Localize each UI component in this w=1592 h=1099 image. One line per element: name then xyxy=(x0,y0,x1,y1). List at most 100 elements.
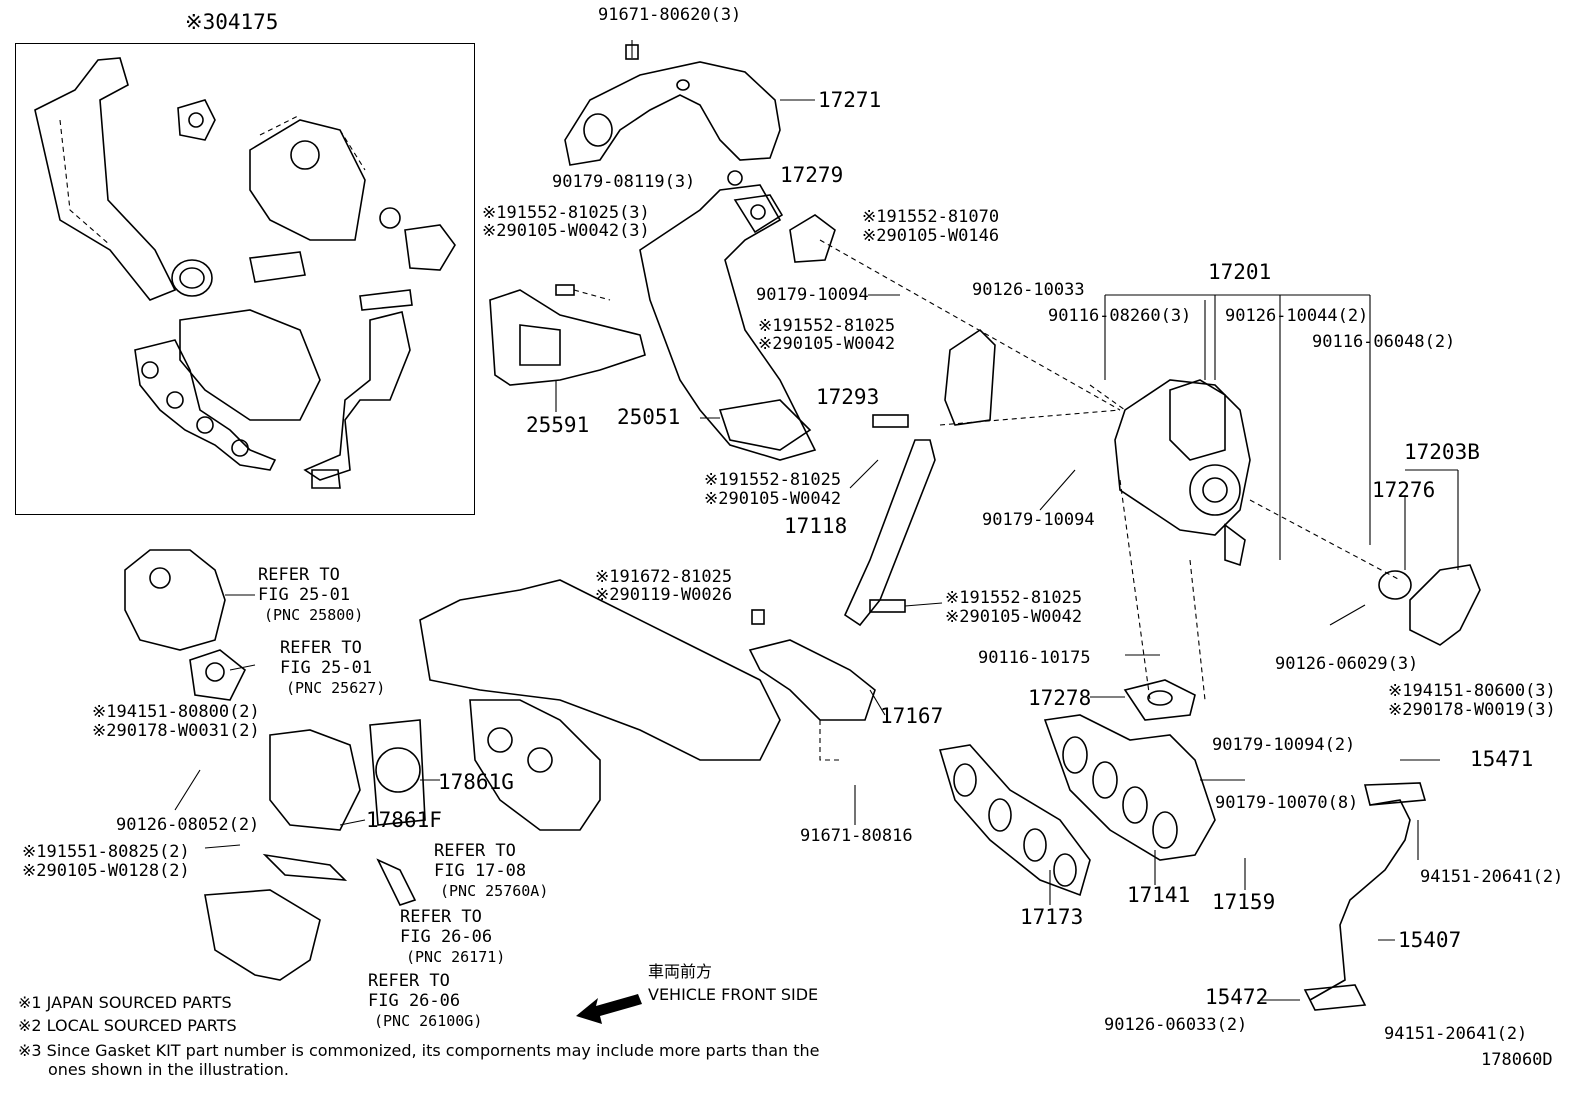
label-290105-W0042-a: ※290105-W0042(3) xyxy=(482,221,650,241)
label-290105-W0128: ※290105-W0128(2) xyxy=(22,861,190,881)
label-90179-10070: 90179-10070(8) xyxy=(1215,793,1359,813)
label-25051: 25051 xyxy=(617,405,681,429)
reference-pnc: (PNC 26171) xyxy=(406,948,506,966)
label-90179-10094-c: 90179-10094(2) xyxy=(1212,735,1356,755)
label-90179-08119: 90179-08119(3) xyxy=(552,172,696,192)
insulator-17167 xyxy=(748,639,876,721)
label-191551-80825: ※191551-80825(2) xyxy=(22,842,190,862)
label-191552-81025-c: ※191552-81025 xyxy=(704,470,842,490)
label-25591: 25591 xyxy=(526,413,590,437)
label-15472: 15472 xyxy=(1205,985,1269,1009)
gasket-kit-box xyxy=(15,43,475,515)
reference-fig-26-06-a: REFER TO FIG 26-06 (PNC 26171) xyxy=(400,907,505,967)
label-17159: 17159 xyxy=(1212,890,1276,914)
reference-fig-25-01-a: REFER TO FIG 25-01 (PNC 25800) xyxy=(258,565,363,625)
reference-line1: REFER TO xyxy=(368,971,450,991)
label-191552-81025-d: ※191552-81025 xyxy=(945,588,1083,608)
figure-id: 178060D xyxy=(1481,1050,1553,1070)
note-3-line2: ones shown in the illustration. xyxy=(48,1060,289,1079)
label-17201: 17201 xyxy=(1208,260,1272,284)
label-191552-81025-a: ※191552-81025(3) xyxy=(482,203,650,223)
label-17118: 17118 xyxy=(784,514,848,538)
label-90116-08260: 90116-08260(3) xyxy=(1048,306,1192,326)
label-17167: 17167 xyxy=(880,704,944,728)
left-components xyxy=(124,549,426,981)
label-17861G: 17861G xyxy=(438,770,514,794)
reference-line1: REFER TO xyxy=(434,841,516,861)
reference-fig-17-08: REFER TO FIG 17-08 (PNC 25760A) xyxy=(434,841,548,901)
label-15471: 15471 xyxy=(1470,747,1534,771)
reference-line1: REFER TO xyxy=(400,907,482,927)
heat-insulator-17271 xyxy=(564,40,815,166)
converter-25051 xyxy=(639,170,817,461)
reference-line2: FIG 26-06 xyxy=(400,927,493,947)
label-91671-80816: 91671-80816 xyxy=(800,826,913,846)
label-17173: 17173 xyxy=(1020,905,1084,929)
direction-jp: 車両前方 xyxy=(648,962,713,981)
stay-17293-17118 xyxy=(843,328,1121,627)
reference-pnc: (PNC 25760A) xyxy=(440,882,549,900)
reference-line1: REFER TO xyxy=(280,638,362,658)
label-17271: 17271 xyxy=(818,88,882,112)
label-90126-10044: 90126-10044(2) xyxy=(1225,306,1369,326)
label-15407: 15407 xyxy=(1398,928,1462,952)
reference-pnc: (PNC 25627) xyxy=(286,679,386,697)
note-1: ※1 JAPAN SOURCED PARTS xyxy=(18,993,232,1012)
manifold-17141 xyxy=(938,679,1216,897)
label-17293: 17293 xyxy=(816,385,880,409)
label-90126-10033: 90126-10033 xyxy=(972,280,1085,300)
label-17203B: 17203B xyxy=(1404,440,1480,464)
turbocharger-17201 xyxy=(1089,300,1251,567)
label-17141: 17141 xyxy=(1127,883,1191,907)
bracket-25591 xyxy=(489,284,646,412)
label-290119-W0026: ※290119-W0026 xyxy=(595,585,733,605)
elbow-17203B xyxy=(1249,469,1481,646)
reference-pnc: (PNC 26100G) xyxy=(374,1012,483,1030)
label-290178-W0019: ※290178-W0019(3) xyxy=(1388,700,1556,720)
label-94151-20641-b: 94151-20641(2) xyxy=(1384,1024,1528,1044)
label-290178-W0031: ※290178-W0031(2) xyxy=(92,721,260,741)
note-2: ※2 LOCAL SOURCED PARTS xyxy=(18,1016,237,1035)
cylinder-head xyxy=(419,579,781,831)
label-194151-80800: ※194151-80800(2) xyxy=(92,702,260,722)
kit-illustration xyxy=(34,57,456,489)
reference-pnc: (PNC 25800) xyxy=(264,606,364,624)
label-17276: 17276 xyxy=(1372,478,1436,502)
label-90126-06029: 90126-06029(3) xyxy=(1275,654,1419,674)
label-17861F: 17861F xyxy=(366,808,442,832)
reference-fig-26-06-b: REFER TO FIG 26-06 (PNC 26100G) xyxy=(368,971,482,1031)
label-191672-81025: ※191672-81025 xyxy=(595,567,733,587)
label-90179-10094-b: 90179-10094 xyxy=(982,510,1095,530)
label-90179-10094-a: 90179-10094 xyxy=(756,285,869,305)
label-290105-W0042-c: ※290105-W0042 xyxy=(704,489,842,509)
label-290105-W0042-d: ※290105-W0042 xyxy=(945,607,1083,627)
label-90116-06048: 90116-06048(2) xyxy=(1312,332,1456,352)
leader-lines xyxy=(174,239,1440,1001)
gasket-17279 xyxy=(789,214,836,263)
reference-line2: FIG 17-08 xyxy=(434,861,527,881)
reference-line2: FIG 25-01 xyxy=(258,585,351,605)
label-90116-10175: 90116-10175 xyxy=(978,648,1091,668)
label-90126-08052: 90126-08052(2) xyxy=(116,815,260,835)
label-290105-W0042-b: ※290105-W0042 xyxy=(758,334,896,354)
direction-en: VEHICLE FRONT SIDE xyxy=(648,985,819,1004)
oil-pipe-15407 xyxy=(1303,782,1427,1011)
reference-line2: FIG 26-06 xyxy=(368,991,461,1011)
kit-number: ※304175 xyxy=(185,10,279,34)
label-191552-81070: ※191552-81070 xyxy=(862,207,1000,227)
label-91671-80620: 91671-80620(3) xyxy=(598,5,742,25)
front-direction-arrow-icon xyxy=(576,994,642,1024)
reference-line1: REFER TO xyxy=(258,565,340,585)
label-290105-W0146: ※290105-W0146 xyxy=(862,226,1000,246)
reference-line2: FIG 25-01 xyxy=(280,658,373,678)
label-17278: 17278 xyxy=(1028,686,1092,710)
label-90126-06033: 90126-06033(2) xyxy=(1104,1015,1248,1035)
label-191552-81025-b: ※191552-81025 xyxy=(758,316,896,336)
note-3-line1: ※3 Since Gasket KIT part number is commo… xyxy=(18,1041,820,1060)
label-17279: 17279 xyxy=(780,163,844,187)
reference-fig-25-01-b: REFER TO FIG 25-01 (PNC 25627) xyxy=(280,638,385,698)
label-194151-80600: ※194151-80600(3) xyxy=(1388,681,1556,701)
label-94151-20641-a: 94151-20641(2) xyxy=(1420,867,1564,887)
